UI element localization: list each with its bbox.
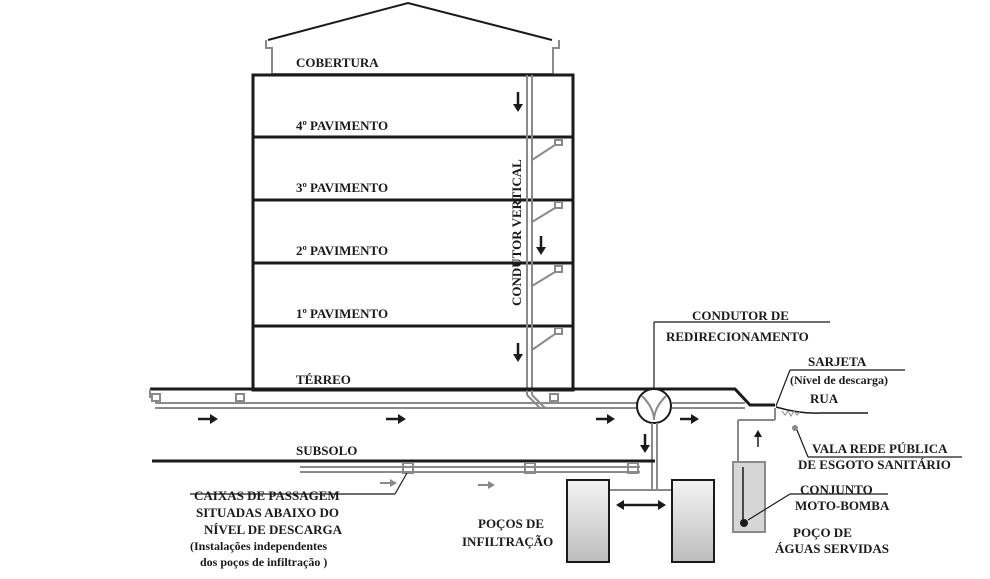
right-arrow-icon xyxy=(478,481,495,489)
basement-pipe xyxy=(300,462,640,474)
label-poco-aguas-servidas-1: POÇO DE xyxy=(793,525,852,540)
street xyxy=(775,369,962,458)
waste-water-well xyxy=(732,461,766,533)
right-arrow-icon xyxy=(386,414,406,424)
down-arrow-icon xyxy=(513,343,523,362)
caixas-leader-line xyxy=(190,472,408,495)
label-pocos-infiltracao-1: POÇOS DE xyxy=(478,516,544,531)
label-cobertura: COBERTURA xyxy=(296,55,379,70)
label-condutor-redirecionamento-1: CONDUTOR DE xyxy=(692,308,789,323)
down-arrow-icon xyxy=(513,92,523,112)
label-caixas-nota-1: (Instalações independentes xyxy=(190,539,327,553)
label-condutor-vertical: CONDUTOR VERTICAL xyxy=(509,159,524,306)
horizontal-collector-pipe xyxy=(151,393,745,409)
label-conjunto-motobomba-2: MOTO-BOMBA xyxy=(795,498,890,513)
infiltration-well-right xyxy=(671,479,715,563)
pump-icon xyxy=(740,493,888,527)
right-arrow-icon xyxy=(680,414,699,424)
street-pipe xyxy=(737,408,776,462)
label-caixas-nota-2: dos poços de infiltração ) xyxy=(200,555,327,569)
right-arrow-icon xyxy=(380,479,397,487)
label-1-pavimento: 1º PAVIMENTO xyxy=(296,306,388,321)
label-condutor-redirecionamento-2: REDIRECIONAMENTO xyxy=(666,329,809,344)
down-arrow-icon xyxy=(640,434,650,453)
label-caixas-passagem-2: SITUADAS ABAIXO DO xyxy=(196,505,339,520)
ground-slab xyxy=(149,387,775,407)
redirect-pipe-down xyxy=(608,423,672,491)
label-vala-rede-1: VALA REDE PÚBLICA xyxy=(812,441,948,456)
label-terreo: TÉRREO xyxy=(296,372,351,387)
label-rua: RUA xyxy=(810,391,839,406)
up-arrow-icon xyxy=(754,430,762,447)
label-2-pavimento: 2º PAVIMENTO xyxy=(296,243,388,258)
bidirectional-arrow-icon xyxy=(616,500,666,510)
infiltration-well-left xyxy=(566,479,610,563)
label-conjunto-motobomba-1: CONJUNTO xyxy=(800,482,873,497)
label-caixas-passagem-1: CAIXAS DE PASSAGEM xyxy=(194,488,340,503)
redirect-valve-icon xyxy=(636,321,830,424)
label-nivel-descarga: (Nível de descarga) xyxy=(790,373,888,387)
label-sarjeta: SARJETA xyxy=(808,354,867,369)
right-arrow-icon xyxy=(198,414,218,424)
label-3-pavimento: 3º PAVIMENTO xyxy=(296,180,388,195)
label-subsolo: SUBSOLO xyxy=(296,443,357,458)
label-caixas-passagem-3: NÍVEL DE DESCARGA xyxy=(204,522,343,537)
label-vala-rede-2: DE ESGOTO SANITÁRIO xyxy=(798,457,951,472)
vertical-conductor-pipe xyxy=(526,75,563,409)
right-arrow-icon xyxy=(596,414,615,424)
down-arrow-icon xyxy=(536,236,546,255)
label-4-pavimento: 4º PAVIMENTO xyxy=(296,118,388,133)
label-poco-aguas-servidas-2: ÁGUAS SERVIDAS xyxy=(775,541,889,556)
label-pocos-infiltracao-2: INFILTRAÇÃO xyxy=(462,534,553,549)
